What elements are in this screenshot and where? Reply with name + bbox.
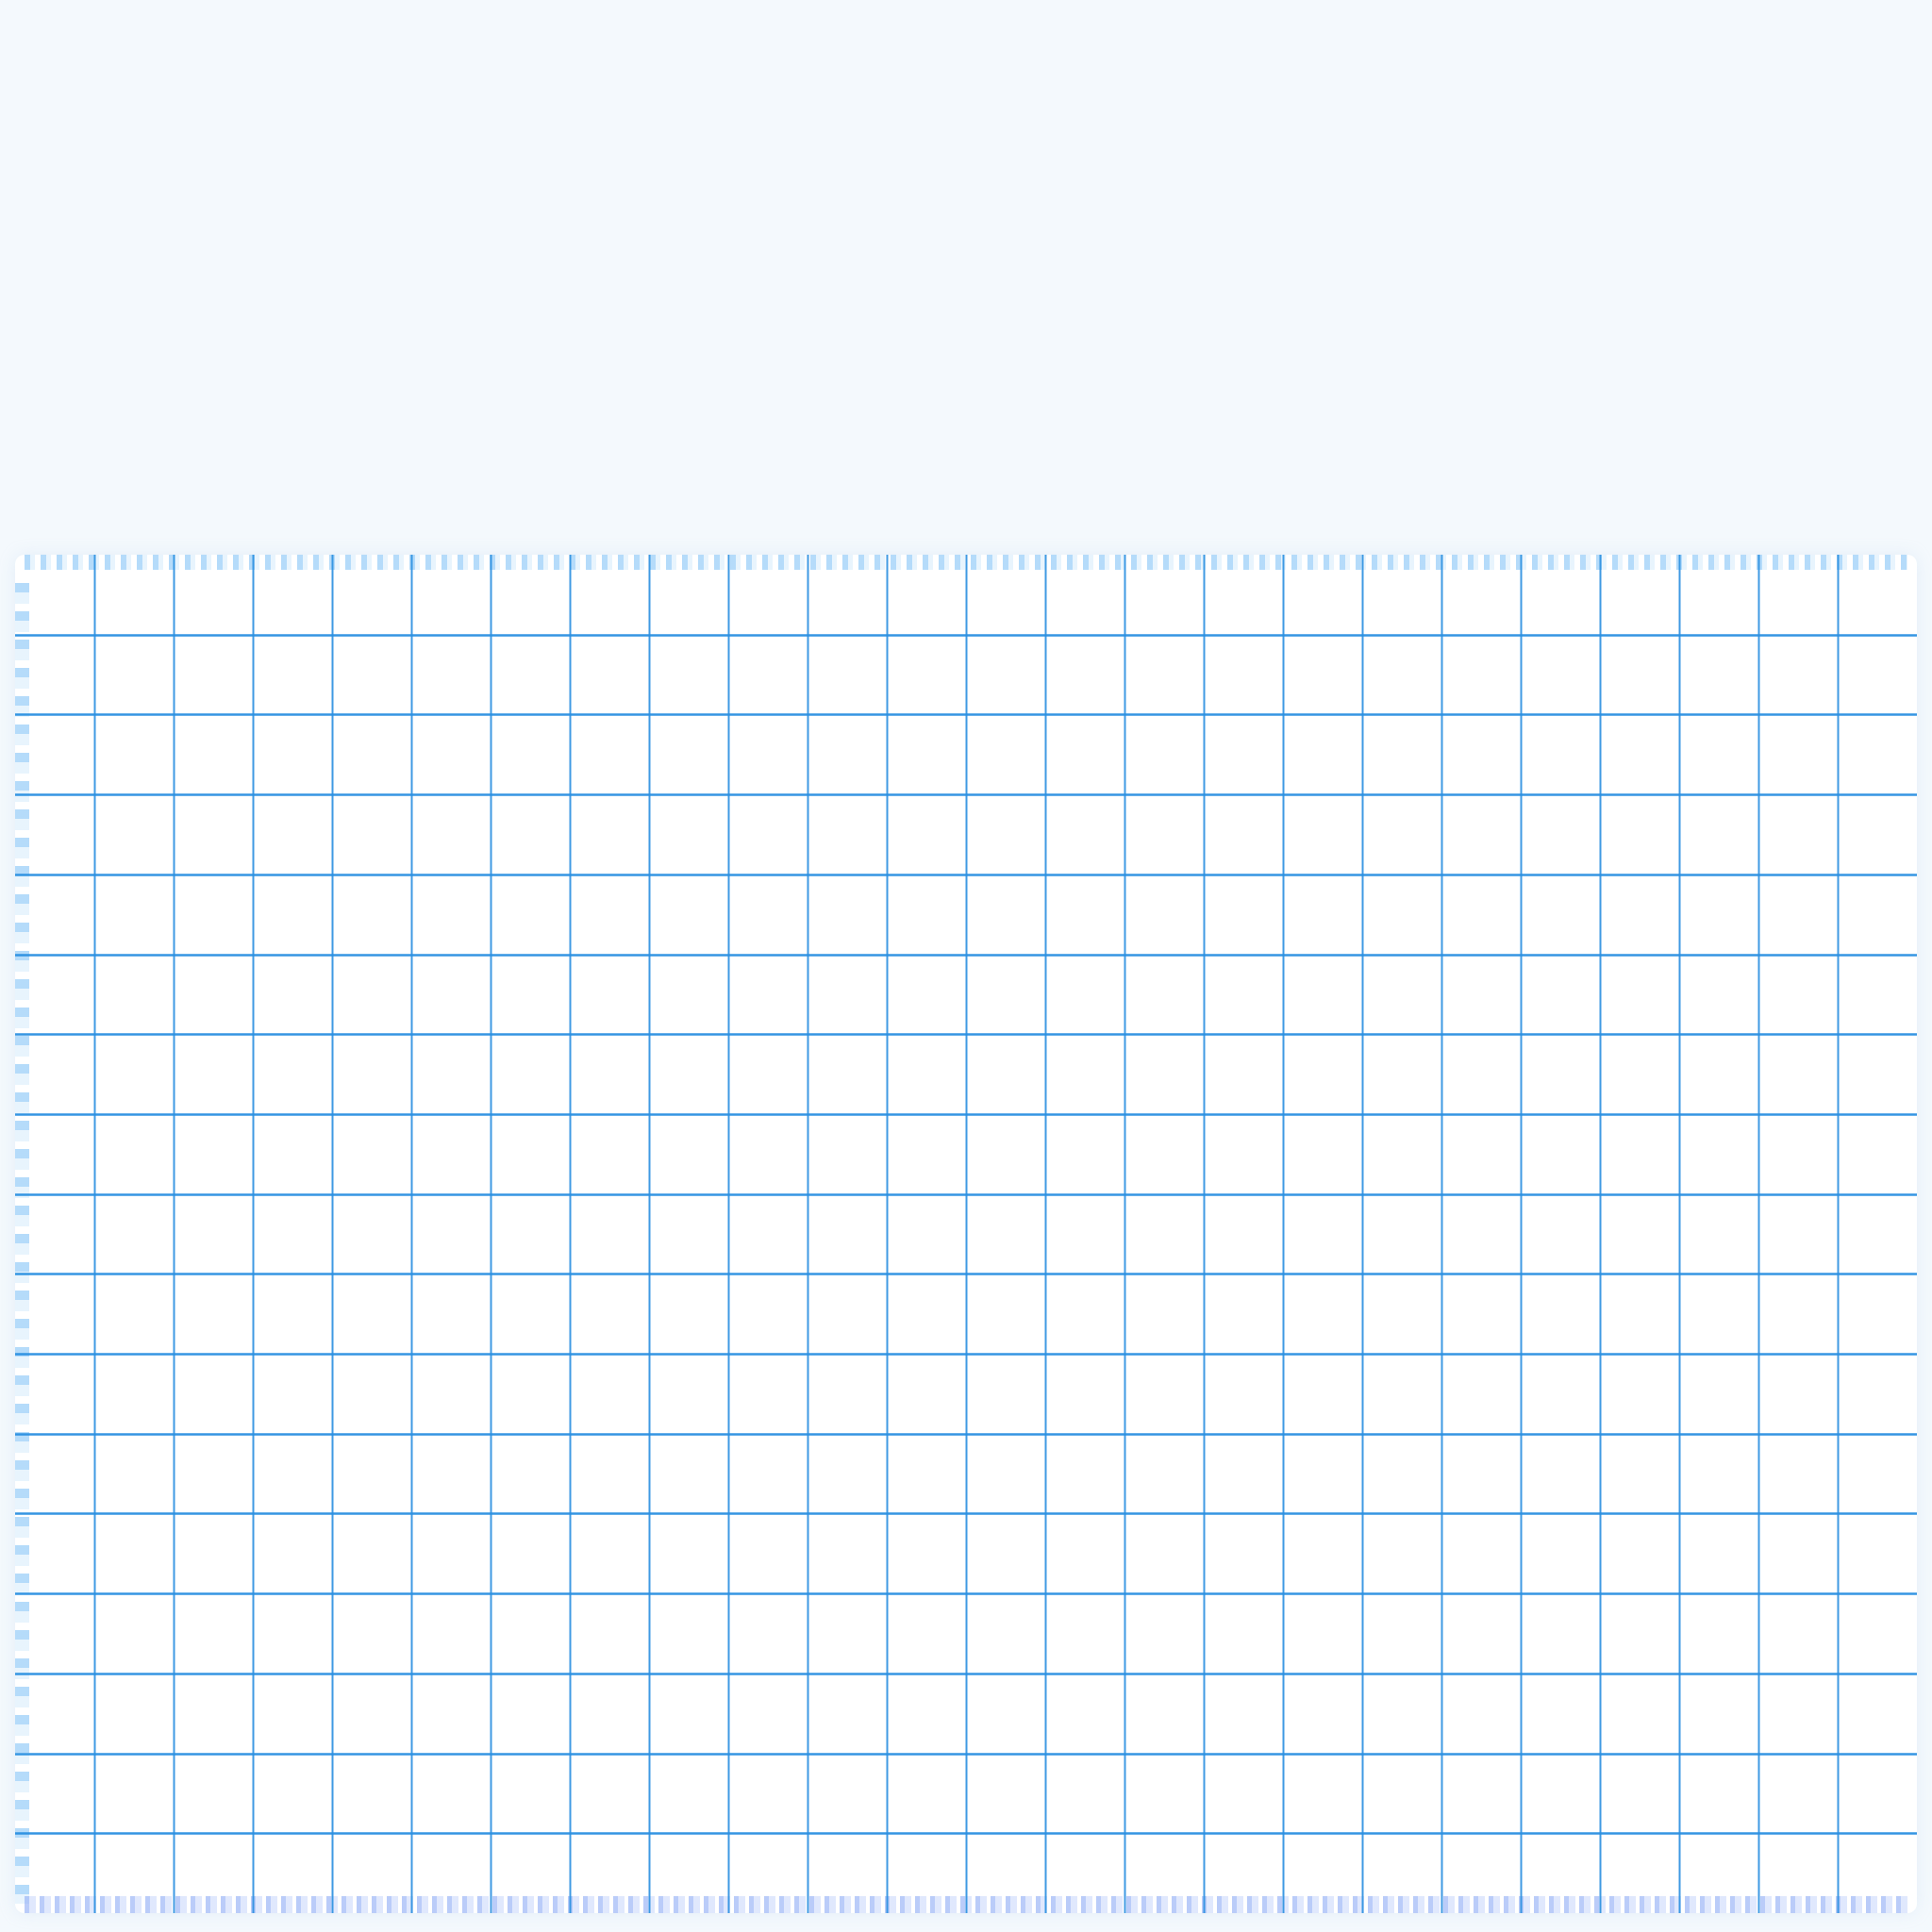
graph-paper-sheet [15,555,1917,1913]
paper-bottom-edge [25,1896,1911,1913]
paper-left-edge [15,583,29,1904]
grid-lines [15,555,1917,1913]
